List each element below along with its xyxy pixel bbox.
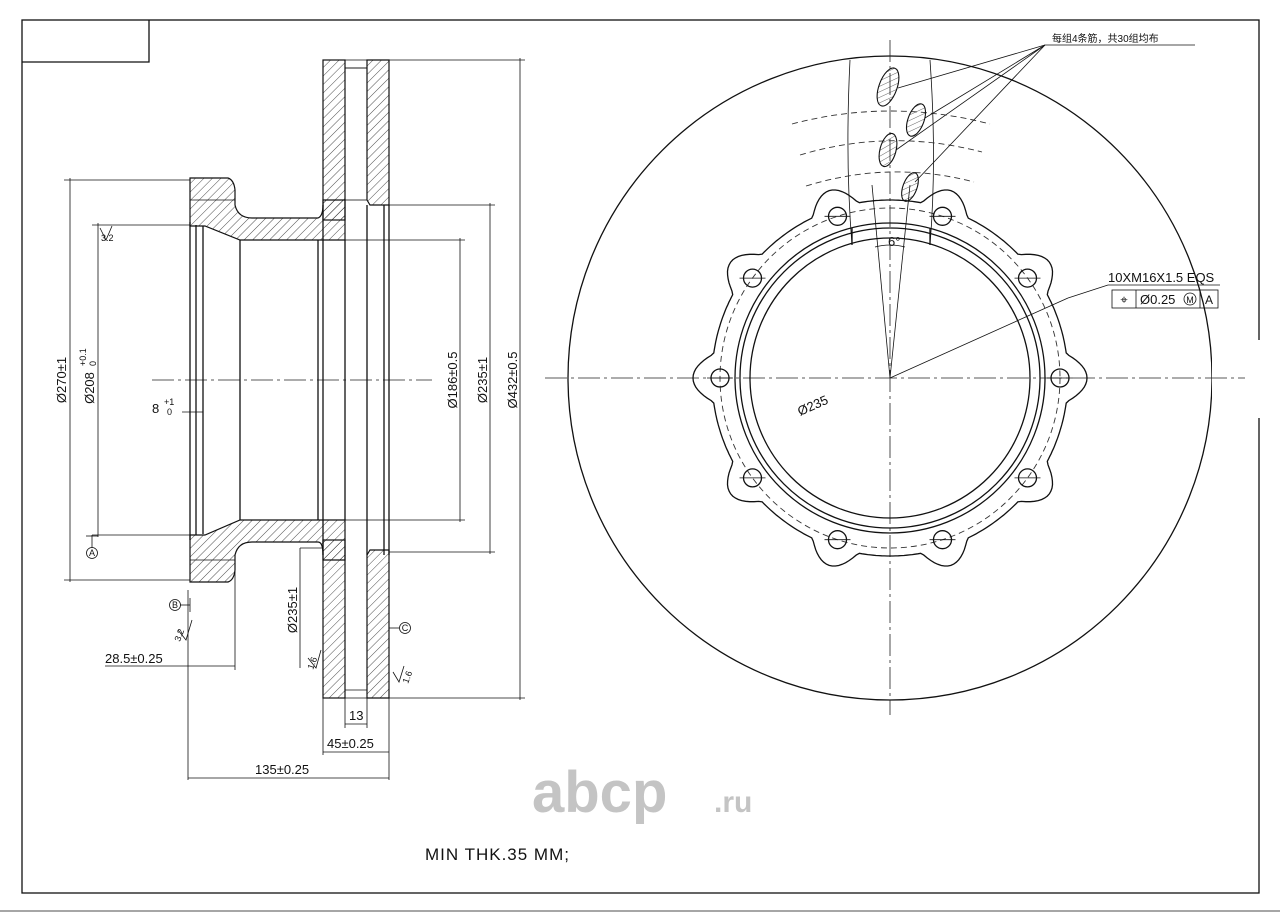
bottom-inner-plate: [322, 539, 346, 699]
datum-c: C: [399, 622, 411, 634]
surface-finish-4: 1.6: [392, 665, 414, 685]
dim-d208-tol-upper: +0.1: [78, 348, 88, 366]
svg-text:3.2: 3.2: [101, 233, 114, 243]
dim-d186: Ø186±0.5: [445, 351, 460, 408]
svg-text:⌖: ⌖: [1120, 292, 1128, 307]
dim-d235-right: Ø235±1: [475, 357, 490, 403]
dim-depth-8: 8: [152, 401, 159, 416]
drawing-frame: [0, 19, 1280, 912]
svg-text:C: C: [402, 623, 409, 633]
rib-note: 每组4条筋，共30组均布: [1052, 32, 1159, 45]
dim-135: 135±0.25: [255, 762, 309, 777]
dim-depth-8-tol-lower: 0: [167, 407, 172, 417]
thread-spec: 10XM16X1.5 EQS: [1108, 270, 1215, 285]
hub-lobed-outline: [692, 189, 1088, 567]
dim-d432: Ø432±0.5: [505, 351, 520, 408]
bolt-holes: [707, 206, 1073, 550]
dim-d235-lower: Ø235±1: [285, 587, 300, 633]
surface-finish-3: 1.6: [305, 649, 322, 671]
bore-circle: [749, 237, 1031, 519]
svg-text:1.6: 1.6: [400, 670, 414, 685]
pcd-label: Ø235: [795, 392, 830, 419]
top-inner-plate: [322, 59, 346, 221]
front-view: 每组4条筋，共30组均布 6° Ø235 10XM16X1.5 EQS ⌖ Ø0…: [545, 32, 1262, 715]
dim-d208: Ø208: [82, 372, 97, 404]
svg-text:.ru: .ru: [714, 786, 752, 819]
surface-finish-1: 3.2: [99, 225, 114, 243]
dim-depth-8-tol-upper: +1: [164, 397, 174, 407]
hub-upper-section: [189, 177, 346, 241]
feature-control-frame: ⌖ Ø0.25 M A: [1111, 289, 1219, 309]
surface-finish-2: 3.2: [172, 619, 193, 643]
bottom-outer-plate: [366, 549, 390, 699]
svg-text:abcp: abcp: [532, 760, 667, 825]
svg-text:A: A: [89, 548, 95, 558]
dim-d270: Ø270±1: [54, 357, 69, 403]
angle-6-label: 6°: [888, 234, 900, 249]
svg-text:3.2: 3.2: [172, 628, 186, 643]
svg-text:B: B: [172, 600, 178, 610]
hub-lower-section: [189, 519, 346, 583]
dim-13: 13: [349, 708, 363, 723]
svg-text:Ø0.25: Ø0.25: [1140, 292, 1175, 307]
min-thickness-note: MIN THK.35 MM;: [425, 845, 570, 864]
datum-a: A: [86, 547, 98, 559]
dim-d208-tol-lower: 0: [88, 361, 98, 366]
dim-28-5: 28.5±0.25: [105, 651, 163, 666]
section-view: Ø270±1 Ø208 +0.1 0 8 +1 0 Ø186±0.5 Ø235±…: [54, 58, 525, 780]
svg-text:1.6: 1.6: [305, 656, 319, 671]
rib-sections: [876, 67, 927, 202]
dimension-lines: [64, 58, 525, 780]
watermark-logo: abcp .ru: [532, 760, 752, 825]
top-outer-plate: [366, 59, 390, 206]
svg-text:M: M: [1186, 295, 1194, 305]
datum-b: B: [169, 599, 181, 611]
dim-45: 45±0.25: [327, 736, 374, 751]
svg-text:A: A: [1205, 293, 1213, 307]
